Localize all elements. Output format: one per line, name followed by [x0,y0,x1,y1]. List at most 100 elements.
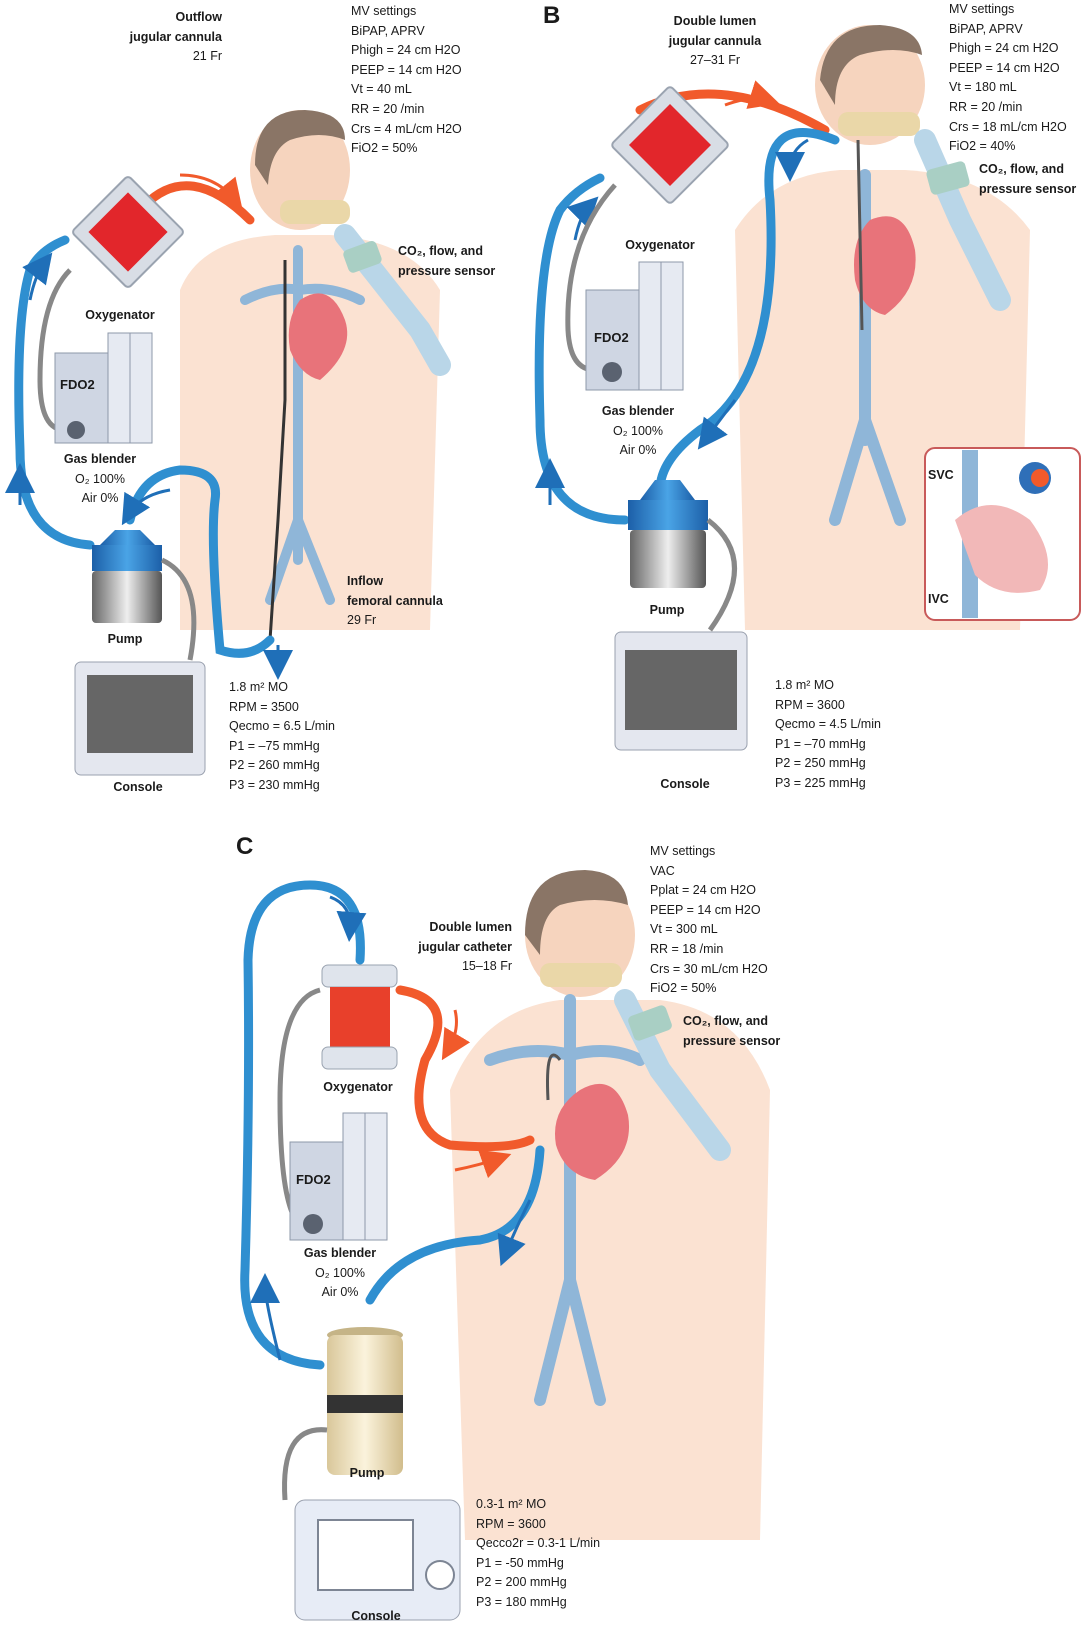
flow-arrow-blue-a3 [121,488,171,526]
blender-knob-b [602,362,622,382]
flow-arrow-blue-a1 [22,252,53,301]
mv-line: MV settings [650,844,716,858]
heart-b [854,216,916,315]
hair-c [525,870,628,955]
mv-line: Crs = 30 mL/cm H2O [650,961,768,976]
flowmeter-b2 [660,261,684,391]
console-screen-a [87,675,193,753]
veins-b [829,169,906,526]
mv-settings-a: MV settings BiPAP, APRV Phigh = 24 cm H2… [351,2,462,159]
mv-line: RR = 18 /min [650,941,724,956]
tube-holder-c [540,963,622,987]
flow-arrow-red-c2 [454,1149,512,1179]
panel-letter-c: C [236,833,254,860]
console-label-a: Console [113,780,163,794]
flow-arrow-blue-b2 [697,399,737,450]
pump-label-c: Pump [349,1466,385,1480]
mv-line: Vt = 40 mL [351,82,412,97]
label-line: CO₂, flow, and [398,244,483,258]
inflow-cannula-label-a: Inflow femoral cannula 29 Fr [347,572,443,631]
mv-line: PEEP = 14 cm H2O [650,902,761,917]
mv-line: PEEP = 14 cm H2O [949,60,1060,75]
femoral-line-a [268,260,287,641]
mv-line: Vt = 300 mL [650,922,718,937]
circuit-settings-b: 1.8 m² MO RPM = 3600 Qecmo = 4.5 L/min P… [775,676,881,794]
flow-arrow-blue-c3 [329,895,367,942]
outflow-cannula-label-a: Outflow jugular cannula 21 Fr [130,8,222,67]
pump-motor-b [630,530,706,588]
flow-arrow-blue-c1 [497,1199,532,1267]
mv-line: RR = 20 /min [351,101,425,116]
label-line: pressure sensor [398,263,496,278]
mv-settings-c: MV settings VAC Pplat = 24 cm H2O PEEP =… [650,842,768,999]
inset-heart-b [955,505,1048,593]
blender-knob-c [303,1214,323,1234]
gas-blender-label-b: Gas blender O₂ 100% Air 0% [578,402,698,461]
console-dial-c [425,1560,455,1590]
label-line: jugular cannula [129,29,222,44]
catheter-c [546,1053,562,1101]
venous-return-line-a [125,465,275,658]
gas-blender-label-c: Gas blender O₂ 100% Air 0% [280,1244,400,1303]
mv-line: RR = 20 /min [949,99,1023,114]
circuit-line: 1.8 m² MO [775,678,835,692]
tube-holder-b [838,112,920,136]
console-label-c: Console [351,1609,401,1623]
flow-arrow-red-a [179,173,243,210]
breathing-tube-b [914,129,1011,311]
label-line: O₂ 100% [74,471,126,486]
sensor-label-a: CO₂, flow, and pressure sensor [398,242,495,281]
panel-a-art [4,110,451,776]
catheter-label-c: Double lumen jugular catheter 15–18 Fr [418,918,512,977]
sensor-a [343,240,382,273]
circuit-line: Qecmo = 4.5 L/min [775,717,881,732]
oxy-bottom-c [321,1046,398,1070]
label-line: Air 0% [81,491,119,506]
torso-a [180,235,440,630]
mv-line: FiO2 = 50% [351,141,418,156]
oxygenator-b [611,86,729,204]
label-line: 27–31 Fr [689,53,741,68]
mv-line: Crs = 4 mL/cm H2O [351,121,462,136]
pump-cap-b [640,480,695,500]
oxygenator-label-c: Oxygenator [323,1080,393,1094]
hair-b [820,25,922,105]
torso-c [450,1000,770,1540]
panel-letter-b: B [543,2,561,29]
venous-drain-b [655,128,840,495]
mv-line: MV settings [351,4,417,18]
label-line: pressure sensor [979,181,1077,196]
mv-line: Crs = 18 mL/cm H2O [949,119,1067,134]
console-cable-a [160,557,197,661]
sensor-b [926,161,970,195]
flowmeter-c2 [364,1112,388,1241]
arterial-line-c [395,985,535,1152]
circuit-line: P1 = –75 mmHg [229,738,320,753]
label-line: Air 0% [321,1285,359,1300]
blender-body-b [585,289,642,391]
panel-c-art [240,870,770,1621]
label-line: jugular cannula [668,33,762,48]
circuit-line: P3 = 230 mmHg [229,777,320,792]
label-line: Gas blender [303,1246,377,1260]
fdo2-label-b: FDO2 [594,330,629,345]
circuit-settings-a: 1.8 m² MO RPM = 3500 Qecmo = 6.5 L/min P… [229,678,335,796]
heart-a [288,293,348,380]
circuit-line: 1.8 m² MO [229,680,289,694]
mv-line: FiO2 = 40% [949,139,1016,154]
mv-line: BiPAP, APRV [949,21,1023,36]
circuit-line: Qecco2r = 0.3-1 L/min [476,1536,601,1551]
mv-line: Pplat = 24 cm H2O [650,883,756,898]
pump-head-b [628,500,708,530]
flowmeter-c1 [342,1112,366,1241]
label-line: 29 Fr [347,613,377,628]
label-line: Outflow [175,10,222,24]
pump-motor-a [92,571,162,623]
label-line: O₂ 100% [612,423,664,438]
sweep-line-c [240,880,365,1370]
flow-arrow-blue-b4 [566,196,599,241]
circuit-line: RPM = 3500 [229,699,299,714]
mv-settings-b: MV settings BiPAP, APRV Phigh = 24 cm H2… [949,0,1067,157]
veins-a [240,245,365,605]
console-cable-b [706,518,737,632]
